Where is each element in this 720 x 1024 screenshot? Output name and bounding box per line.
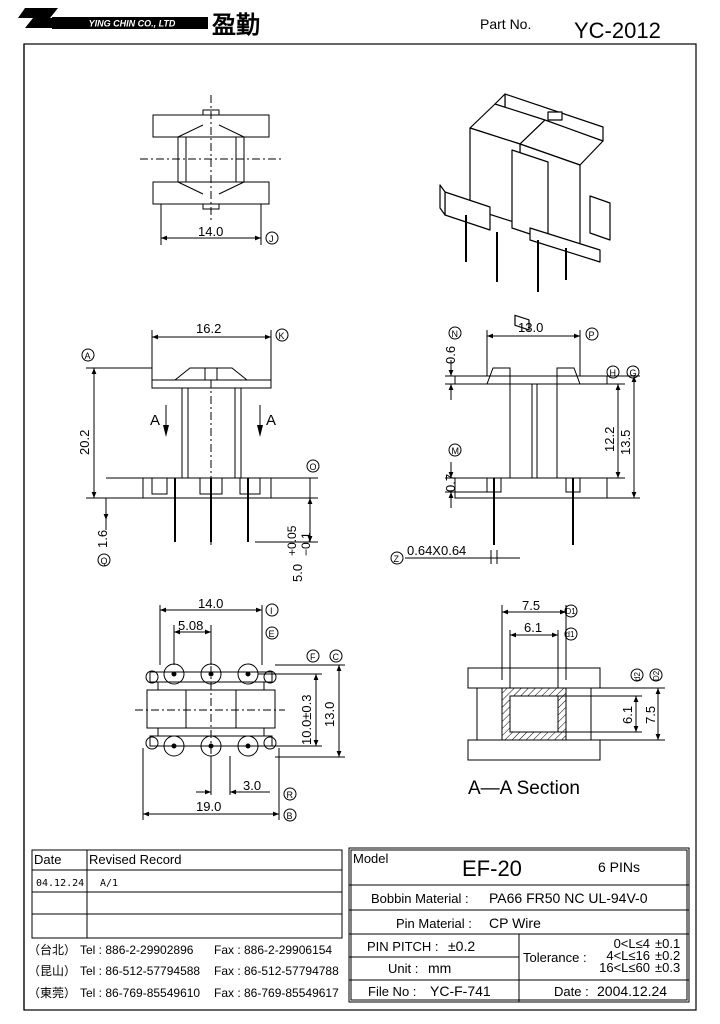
ref-j: J (269, 234, 274, 244)
front-pin-len: 1.6 (95, 530, 110, 548)
pin-pitch-value: ±0.2 (448, 938, 475, 954)
bottom-h1: 10.0±0.3 (299, 694, 314, 745)
header: YING CHIN CO., LTD 盈勤 Part No. YC-2012 (18, 8, 661, 43)
date-value: 2004.12.24 (597, 983, 667, 999)
revision-record-header: Revised Record (89, 852, 182, 867)
company-name: YING CHIN CO., LTD (89, 19, 176, 29)
unit-value: mm (428, 960, 451, 976)
top-view-width: 14.0 (198, 224, 223, 239)
contact-city-taipei: （台北） (28, 942, 76, 957)
side-h2: 13.5 (618, 430, 633, 455)
ref-i: I (270, 606, 273, 616)
revision-table (31, 849, 343, 939)
bottom-width: 14.0 (198, 596, 223, 611)
ref-h: H (610, 368, 617, 378)
section-h1: 6.1 (620, 706, 635, 724)
ref-p: P (589, 330, 595, 340)
tolerance-range-3: 16<L≤60 (599, 960, 650, 975)
ref-d2: D2 (652, 670, 661, 681)
bottom-pitch: 5.08 (178, 618, 203, 633)
front-pin-tol-b: −0.1 (299, 532, 313, 556)
front-pin-tol-a: +0.05 (285, 525, 299, 556)
section-w1: 7.5 (522, 598, 540, 613)
bobbin-material-value: PA66 FR50 NC UL-94V-0 (489, 890, 648, 906)
ref-m: M (452, 446, 460, 456)
front-pin-base: 5.0 (290, 564, 305, 582)
ref-g: G (630, 368, 637, 378)
side-h1: 12.2 (602, 427, 617, 452)
section-view (467, 605, 665, 761)
bottom-offset: 3.0 (243, 778, 261, 793)
section-title: A—A Section (468, 778, 580, 799)
contact-tel-dongguan: Tel : 86-769-85549610 (80, 986, 200, 1000)
part-no-label: Part No. (480, 16, 531, 32)
model-value: EF-20 (462, 856, 522, 881)
section-h2: 7.5 (643, 706, 658, 724)
pin-material-label: Pin Material : (396, 916, 472, 931)
pin-size: 0.64X0.64 (407, 543, 466, 558)
ref-d1: D1 (566, 607, 577, 616)
ref-z: Z (394, 554, 400, 564)
front-view (86, 330, 318, 545)
ref-c: C (333, 652, 340, 662)
contact-fax-taipei: Fax : 886-2-29906154 (214, 943, 332, 957)
file-no-label: File No : (368, 984, 416, 999)
contact-tel-taipei: Tel : 886-2-29902896 (80, 943, 194, 957)
tolerance-label: Tolerance : (523, 950, 587, 965)
company-chinese-name: 盈勤 (211, 10, 260, 39)
side-view (405, 330, 640, 564)
bottom-h2: 13.0 (322, 702, 337, 727)
side-bot: 0.7 (443, 474, 458, 492)
tolerance-range-1: 0<L≤4 (614, 936, 650, 951)
isometric-view (439, 93, 611, 331)
ref-r: R (287, 790, 294, 800)
file-no-value: YC-F-741 (430, 983, 491, 999)
tolerance-value-2: ±0.2 (655, 948, 680, 963)
contact-city-dongguan: （東莞） (28, 986, 76, 1000)
unit-label: Unit : (388, 961, 418, 976)
model-label: Model (353, 851, 389, 866)
contact-tel-kunshan: Tel : 86-512-57794588 (80, 964, 200, 978)
tolerance-value-3: ±0.3 (655, 960, 680, 975)
part-no-value: YC-2012 (574, 18, 661, 43)
top-view (140, 95, 282, 245)
ref-e: E (269, 629, 275, 639)
front-height: 20.2 (77, 430, 92, 455)
bottom-view (135, 605, 345, 820)
company-logo: YING CHIN CO., LTD (18, 8, 208, 29)
ref-d1-small: d1 (566, 630, 575, 639)
ref-a: A (85, 351, 91, 361)
section-mark-right: A (266, 412, 276, 429)
contact-fax-kunshan: Fax : 86-512-57794788 (214, 964, 339, 978)
ref-b: B (287, 811, 293, 821)
section-w2: 6.1 (524, 620, 542, 635)
revision-row-record: A/1 (100, 878, 118, 889)
pins-value: 6 PINs (598, 859, 640, 875)
side-width: 13.0 (518, 320, 543, 335)
tolerance-value-1: ±0.1 (655, 936, 680, 951)
date-label: Date : (554, 984, 589, 999)
contact-fax-dongguan: Fax : 86-769-85549617 (214, 986, 339, 1000)
bobbin-material-label: Bobbin Material : (371, 891, 469, 906)
ref-k: K (279, 331, 285, 341)
contact-city-kunshan: （昆山） (28, 964, 76, 978)
contacts: （台北） Tel : 886-2-29902896 Fax : 886-2-29… (28, 942, 339, 1000)
ref-f: F (310, 652, 316, 662)
front-width: 16.2 (196, 321, 221, 336)
revision-date-header: Date (34, 852, 61, 867)
pin-pitch-label: PIN PITCH : (367, 939, 439, 954)
pin-material-value: CP Wire (489, 915, 541, 931)
side-top: 0.6 (443, 346, 458, 364)
bottom-total: 19.0 (196, 799, 221, 814)
section-mark-left: A (150, 412, 160, 429)
tolerance-range-2: 4<L≤16 (606, 948, 650, 963)
ref-d2-small: d2 (633, 672, 642, 681)
ref-q: Q (101, 556, 108, 566)
spec-table (348, 847, 690, 1003)
ref-n: N (452, 329, 459, 339)
revision-row-date: 04.12.24 (36, 878, 84, 889)
ref-o: O (310, 462, 317, 472)
